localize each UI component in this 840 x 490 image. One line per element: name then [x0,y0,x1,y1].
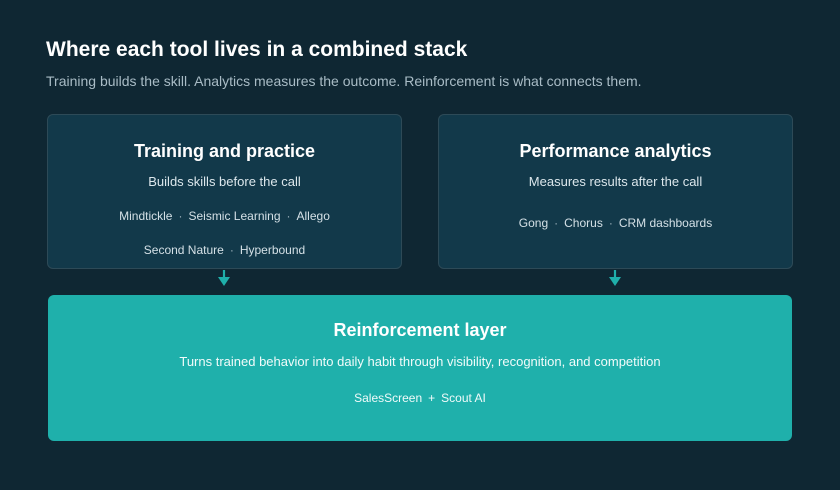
analytics-tools: Gong · Chorus · CRM dashboards [439,216,792,230]
tool-separator: · [554,216,559,230]
training-title: Training and practice [133,141,316,161]
tool-joiner: + [428,391,436,405]
tool-label: Seismic Learning [188,209,281,223]
training-tools-row-2: Second Nature · Hyperbound [48,243,401,257]
tool-label: Gong [518,216,549,230]
diagram-title: Where each tool lives in a combined stac… [46,38,468,61]
tool-label: Scout AI [441,391,486,405]
training-card: Training and practice Builds skills befo… [47,114,402,269]
tool-separator: · [608,216,613,230]
tool-label: Second Nature [143,243,224,257]
tool-label: CRM dashboards [618,216,713,230]
tool-label: Chorus [564,216,603,230]
reinforcement-card: Reinforcement layer Turns trained behavi… [48,295,792,441]
analytics-description: Measures results after the call [528,174,703,189]
reinforcement-title: Reinforcement layer [333,320,507,340]
reinforcement-tools: SalesScreen + Scout AI [48,391,792,405]
tool-label: Hyperbound [239,243,306,257]
training-tools-row-1: Mindtickle · Seismic Learning · Allego [48,209,401,223]
tool-separator: · [229,243,234,257]
arrow-down-icon [218,270,230,286]
arrow-down-icon [609,270,621,286]
tool-separator: · [286,209,291,223]
tool-label: Mindtickle [119,209,173,223]
reinforcement-description: Turns trained behavior into daily habit … [179,354,661,369]
tool-label: SalesScreen [354,391,423,405]
tool-label: Allego [296,209,330,223]
diagram-subtitle: Training builds the skill. Analytics mea… [46,73,642,89]
analytics-card: Performance analytics Measures results a… [438,114,793,269]
tool-separator: · [178,209,183,223]
training-description: Builds skills before the call [148,174,301,189]
analytics-title: Performance analytics [519,141,712,161]
